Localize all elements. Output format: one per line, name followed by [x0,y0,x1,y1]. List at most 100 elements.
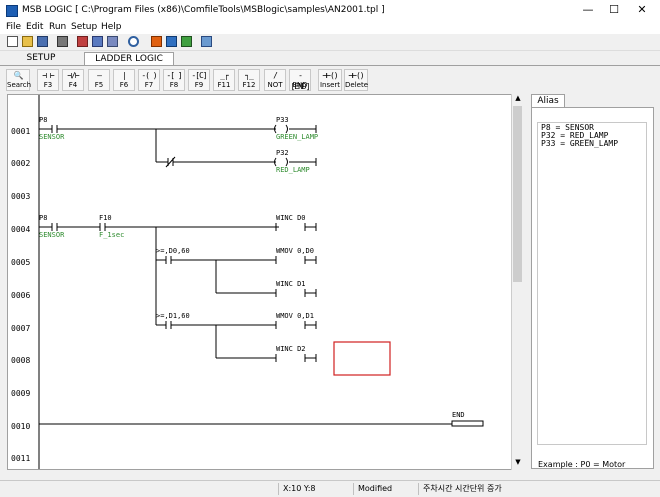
download-icon[interactable] [181,36,192,47]
window-title: MSB LOGIC [ C:\Program Files (x86)\Comfi… [22,5,385,15]
save-icon[interactable] [37,36,48,47]
contact-alias: SENSOR [39,231,65,239]
instruction-label: WINC D1 [276,280,306,288]
compare-label: >=,D0,60 [156,247,190,255]
instruction-label: WINC D2 [276,345,306,353]
settings-icon[interactable] [201,36,212,47]
alias-entry: P32 = RED_LAMP [541,131,609,140]
horizontal-line-button[interactable]: —F5 [88,69,110,91]
falling-edge-button[interactable]: ┐_F12 [238,69,260,91]
contact-nc-button[interactable]: ⊣/⊢F4 [62,69,84,91]
contact-alias: SENSOR [39,133,65,141]
rung-number: 0002 [11,159,30,168]
coil-alias: RED_LAMP [276,166,310,174]
zoom-icon[interactable] [128,36,139,47]
rising-edge-icon: _┌ [220,71,229,80]
insert-icon: ⊣⊢() [322,71,338,80]
nc-contact-icon: ⊣/⊢ [67,71,79,80]
end-icon: -[END] [290,71,310,91]
coil-button[interactable]: -( )F7 [138,69,160,91]
falling-edge-icon: ┐_ [245,71,254,80]
coil-alias: GREEN_LAMP [276,133,318,141]
scroll-down-icon[interactable]: ▼ [515,458,521,466]
tab-alias[interactable]: Alias [531,94,565,108]
search-icon: 🔍 [13,71,24,80]
menu-help[interactable]: Help [101,22,122,32]
coil-address: P32 [276,149,289,157]
minimize-button[interactable]: — [582,3,594,16]
rung-number: 0007 [11,324,30,333]
alias-container: P8 = SENSOR P32 = RED_LAMP P33 = GREEN_L… [531,107,654,469]
alias-example: Example : P0 = Motor [538,460,626,469]
menu-run[interactable]: Run [49,22,67,32]
tab-ladder-logic[interactable]: LADDER LOGIC [84,52,174,65]
ladder-scrollbar[interactable]: ▲ ▼ [511,94,523,470]
rung-number: 0009 [11,389,30,398]
vertical-line-icon: | [122,71,127,80]
contact-alias: F_1sec [99,231,124,239]
tab-setup[interactable]: SETUP [26,53,56,63]
alias-list[interactable]: P8 = SENSOR P32 = RED_LAMP P33 = GREEN_L… [537,122,647,445]
instruction-label: WMOV 0,D0 [276,247,314,255]
no-contact-icon: ⊣ ⊢ [42,71,54,80]
alias-entry: P33 = GREEN_LAMP [541,139,619,148]
scroll-up-icon[interactable]: ▲ [515,94,521,102]
compare-label: >=,D1,60 [156,312,190,320]
maximize-button[interactable]: ☐ [609,3,619,16]
insert-button[interactable]: ⊣⊢()Insert [318,69,342,91]
scroll-thumb[interactable] [513,106,522,282]
contact-no-button[interactable]: ⊣ ⊢F3 [37,69,59,91]
not-icon: / [273,71,278,80]
monitor-icon[interactable] [166,36,177,47]
status-modified: Modified [353,483,415,495]
ladder-diagram: 0001 0002 0003 0004 0005 0006 0007 0008 … [11,95,484,469]
search-button[interactable]: 🔍Search [6,69,32,91]
cut-icon[interactable] [77,36,88,47]
cursor-selection [333,341,391,376]
vertical-line-button[interactable]: |F6 [113,69,135,91]
contact-address: P8 [39,116,47,124]
ladder-editor[interactable]: 0001 0002 0003 0004 0005 0006 0007 0008 … [7,94,523,470]
close-button[interactable]: ✕ [637,3,647,16]
status-bar: X:10 Y:8 Modified 주차시간 시간단위 증가 [0,480,660,497]
alias-panel: Alias P8 = SENSOR P32 = RED_LAMP P33 = G… [528,94,656,470]
new-file-icon[interactable] [7,36,18,47]
menu-edit[interactable]: Edit [26,22,44,32]
counter-button[interactable]: -[C]F9 [188,69,210,91]
open-folder-icon[interactable] [22,36,33,47]
rung-number: 0001 [11,127,30,136]
not-button[interactable]: /NOT [264,69,286,91]
rung-number: 0004 [11,225,30,234]
rung-number: 0006 [11,291,30,300]
title-bar: MSB LOGIC [ C:\Program Files (x86)\Comfi… [0,0,660,20]
print-icon[interactable] [57,36,68,47]
coil-address: P33 [276,116,289,124]
rung-number: 0008 [11,356,30,365]
copy-icon[interactable] [92,36,103,47]
end-button[interactable]: -[END]END [289,69,311,91]
menu-bar: File Edit Run Setup Help [0,20,660,34]
delete-icon: ⊣⊢() [348,71,364,80]
function-button[interactable]: -[ ]F8 [163,69,185,91]
menu-setup[interactable]: Setup [71,22,98,32]
rung-number: 0010 [11,422,30,431]
alias-entry: P8 = SENSOR [541,123,594,132]
status-message: 주차시간 시간단위 증가 [418,483,656,495]
run-icon[interactable] [151,36,162,47]
counter-icon: -[C] [191,71,207,80]
app-icon [6,5,18,17]
ladder-toolbar: 🔍Search ⊣ ⊢F3 ⊣/⊢F4 —F5 |F6 -( )F7 -[ ]F… [0,66,660,93]
editor-tabs: SETUP LADDER LOGIC [0,51,660,66]
instruction-label: WINC D0 [276,214,306,222]
rung-number: 0005 [11,258,30,267]
rising-edge-button[interactable]: _┌F11 [213,69,235,91]
end-label: END [452,411,465,419]
delete-button[interactable]: ⊣⊢()Delete [344,69,368,91]
main-toolbar [0,34,660,51]
status-cell-empty [0,483,270,495]
function-icon: -[ ] [166,71,182,80]
menu-file[interactable]: File [6,22,22,32]
instruction-label: WMOV 0,D1 [276,312,314,320]
paste-icon[interactable] [107,36,118,47]
coil-icon: -( ) [141,71,157,80]
